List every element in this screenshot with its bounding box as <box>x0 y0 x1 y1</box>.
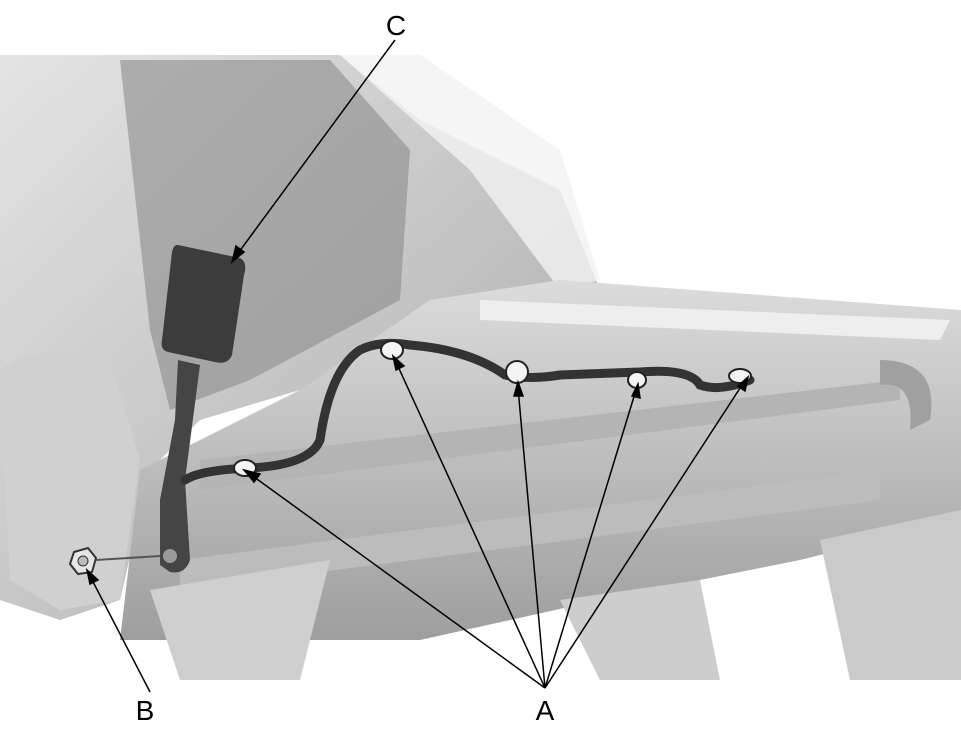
leader-lines <box>85 39 750 693</box>
callout-c-label: C <box>386 10 406 41</box>
seat-belt-buckle <box>160 244 246 573</box>
seat-cushion-frame <box>120 280 961 680</box>
harness-clips <box>233 340 752 477</box>
nut <box>68 546 161 576</box>
wire-harness <box>180 338 755 485</box>
callout-b-label: B <box>136 695 155 726</box>
callout-a-label: A <box>536 695 555 726</box>
